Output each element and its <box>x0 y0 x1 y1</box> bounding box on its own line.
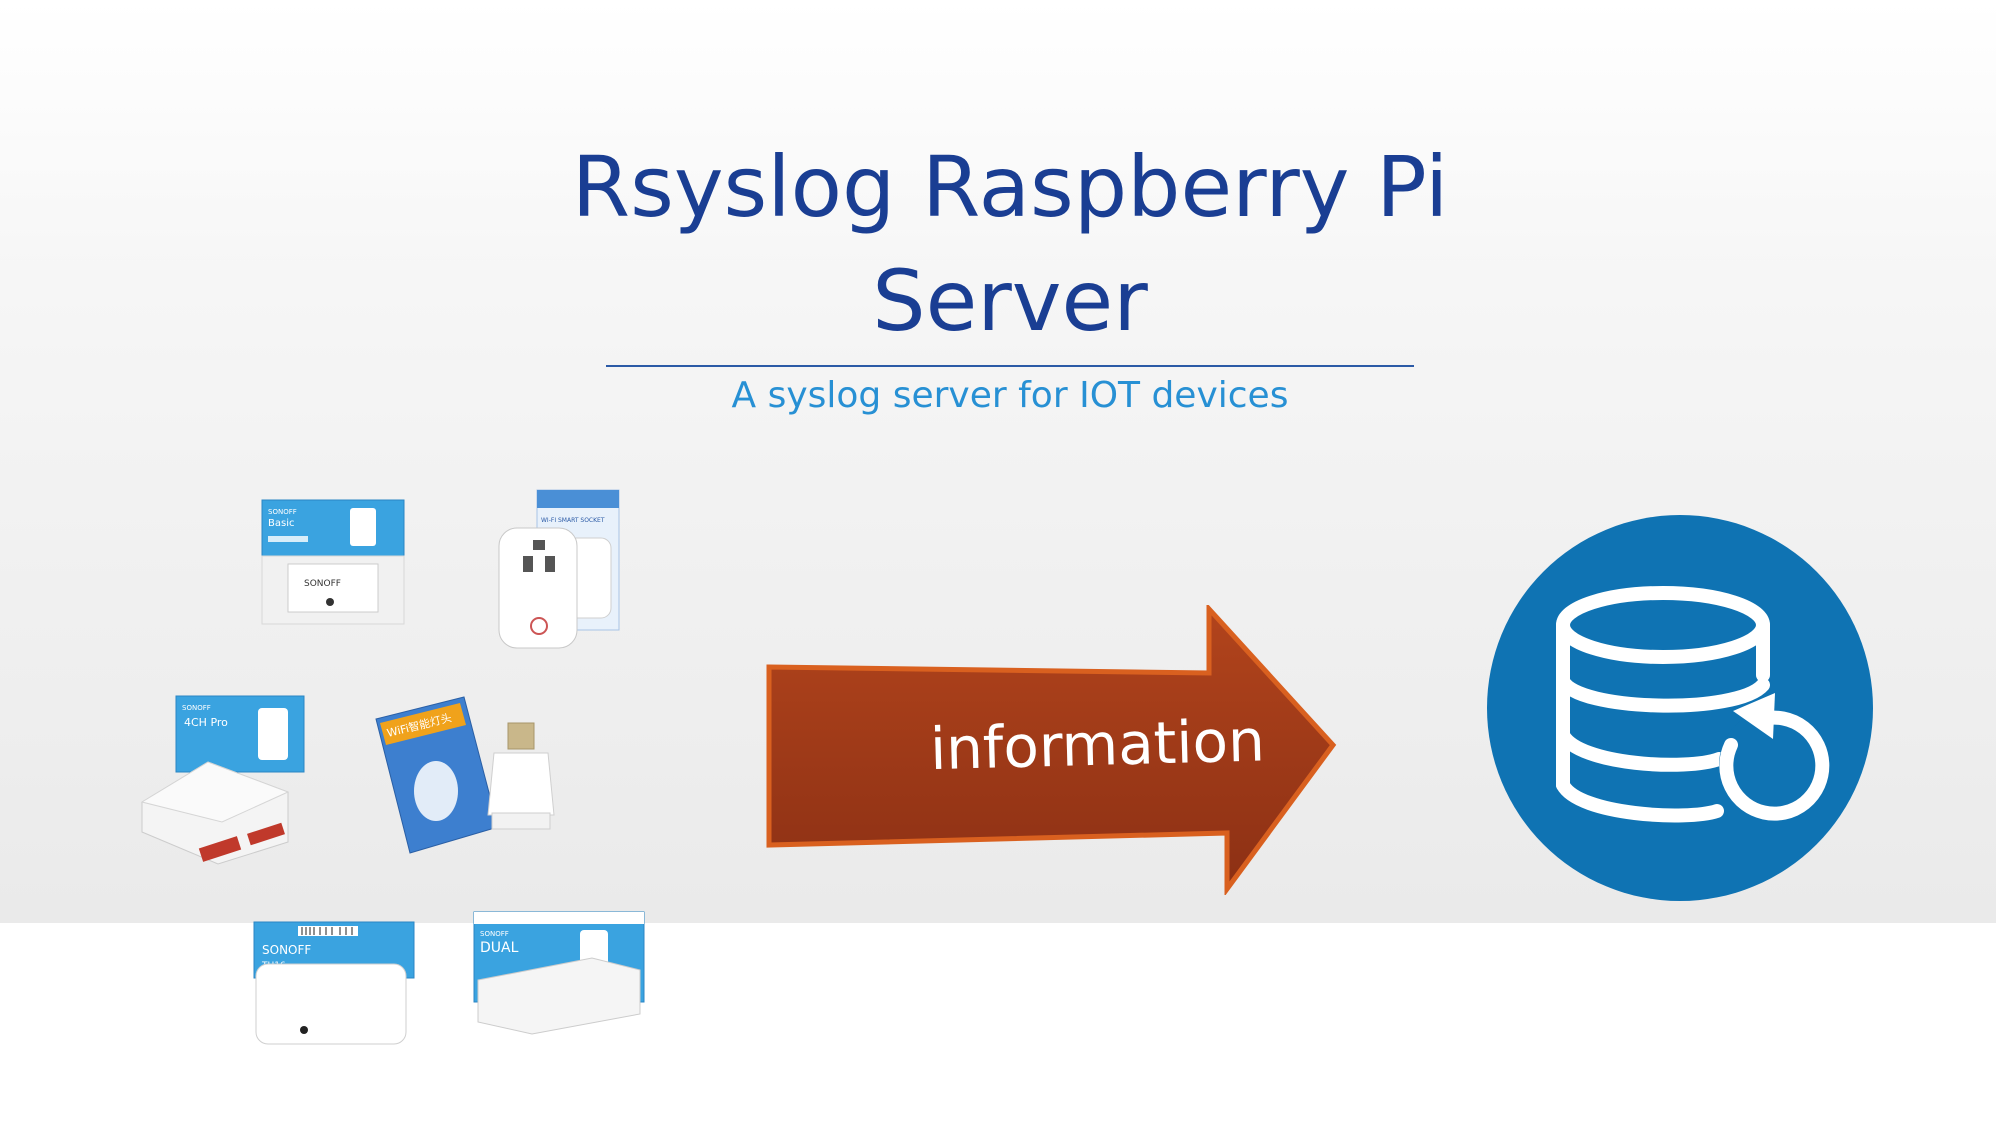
arrow-label: information <box>929 706 1266 784</box>
database-restore-icon <box>1487 515 1873 901</box>
sonoff-dual-device: SONOFF DUAL <box>472 910 647 1038</box>
sonoff-4ch-pro-device: SONOFF 4CH Pro <box>138 692 308 867</box>
sonoff-basic-device: SONOFF Basic SONOFF <box>258 498 408 626</box>
sonoff-dual-label: DUAL <box>480 940 519 956</box>
slide-title: Rsyslog Raspberry Pi Server <box>571 138 1449 350</box>
svg-text:SONOFF: SONOFF <box>268 508 297 516</box>
svg-text:SONOFF: SONOFF <box>304 579 341 589</box>
wifi-smart-socket-device: WI-FI SMART SOCKET <box>495 486 625 654</box>
title-divider <box>606 365 1414 367</box>
sonoff-basic-label: Basic <box>268 518 294 529</box>
smart-socket-label: WI-FI SMART SOCKET <box>541 517 605 524</box>
sonoff-th16-device: SONOFF TH16 <box>250 920 420 1048</box>
svg-text:SONOFF: SONOFF <box>262 943 311 957</box>
svg-text:SONOFF: SONOFF <box>480 930 509 938</box>
svg-text:SONOFF: SONOFF <box>182 704 211 712</box>
slide-subtitle: A syslog server for IOT devices <box>731 375 1289 416</box>
information-arrow <box>765 602 1340 897</box>
sonoff-4ch-label: 4CH Pro <box>184 716 228 729</box>
wifi-lamp-holder-device: WiFi智能灯头 <box>372 695 562 860</box>
